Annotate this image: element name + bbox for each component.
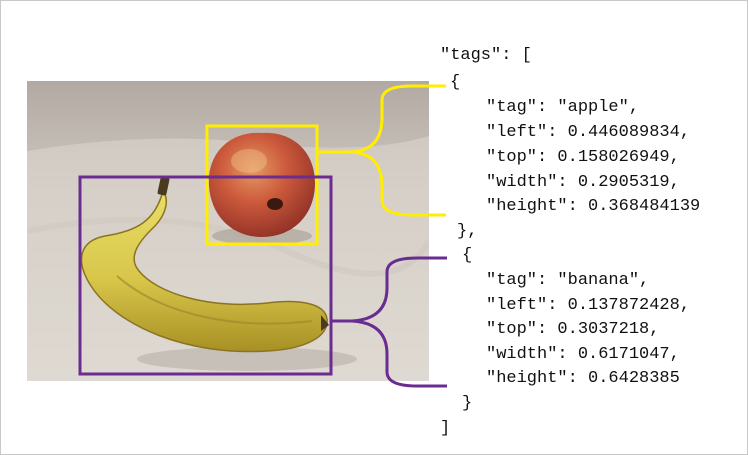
code-banana-left: "left": 0.137872428, <box>486 296 691 315</box>
code-apple-top: "top": 0.158026949, <box>486 148 680 167</box>
code-banana-close: } <box>462 394 473 413</box>
code-banana-height: "height": 0.6428385 <box>486 369 680 388</box>
code-apple-height: "height": 0.368484139 <box>486 197 701 216</box>
code-banana-width: "width": 0.6171047, <box>486 345 680 364</box>
banana-shadow <box>137 347 357 371</box>
apple-bounding-box <box>205 124 319 246</box>
code-apple-width: "width": 0.2905319, <box>486 173 680 192</box>
code-tags-open: "tags": [ <box>440 46 532 65</box>
code-apple-close: }, <box>457 222 478 241</box>
code-banana-top: "top": 0.3037218, <box>486 320 660 339</box>
code-banana-open: { <box>462 246 473 265</box>
code-apple-tag: "tag": "apple", <box>486 98 640 117</box>
apple <box>208 132 315 237</box>
code-apple-open: { <box>450 73 461 92</box>
banana-bounding-box <box>78 175 333 376</box>
code-banana-tag: "tag": "banana", <box>486 271 650 290</box>
banana <box>80 176 329 353</box>
code-apple-left: "left": 0.446089834, <box>486 123 691 142</box>
code-tags-close: ] <box>440 419 451 438</box>
